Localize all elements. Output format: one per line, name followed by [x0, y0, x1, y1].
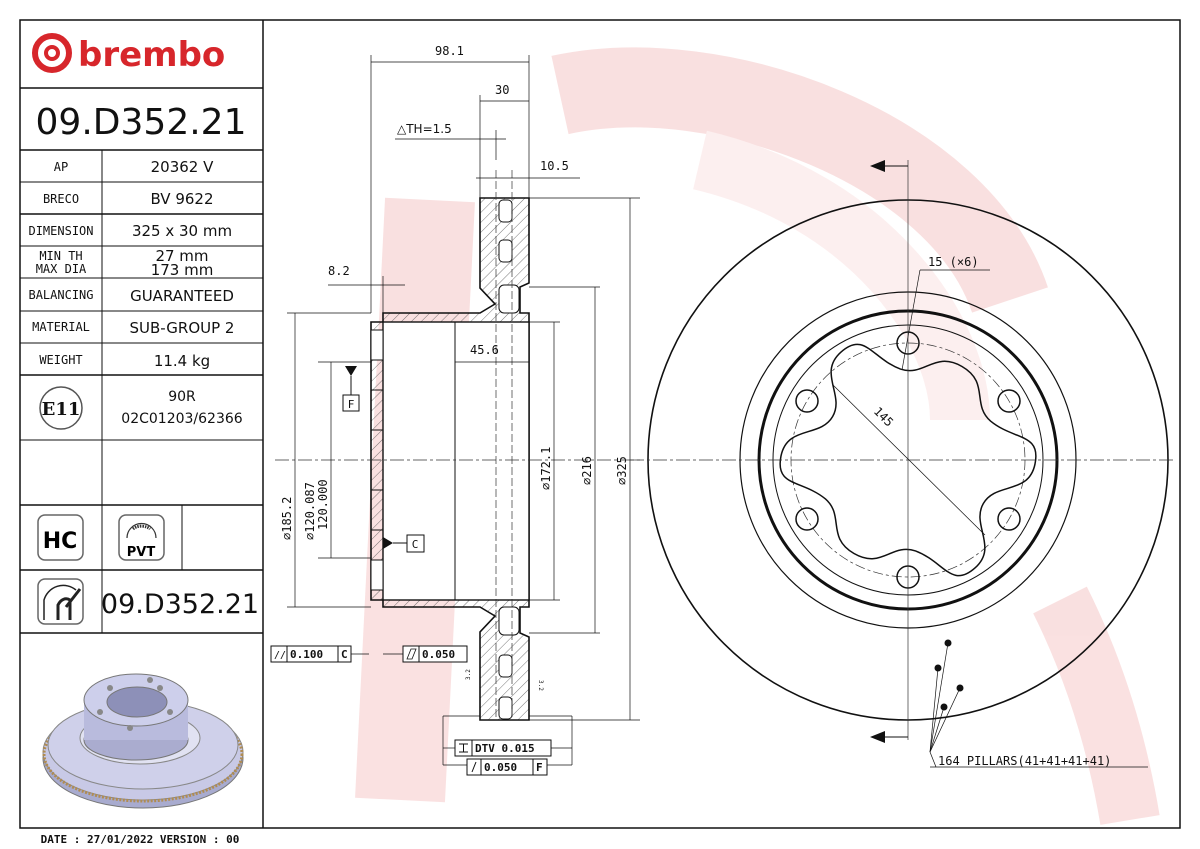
hole-callout: 15 (×6)	[928, 255, 979, 269]
e11-badge: E11	[39, 386, 83, 430]
part-number: 09.D352.21	[36, 102, 247, 143]
svg-text:0.050: 0.050	[484, 761, 517, 774]
spec-label: DIMENSION	[28, 224, 93, 238]
homologation-code: 90R	[168, 389, 196, 405]
disc-fitting-icon	[37, 578, 84, 625]
dim-overall-height: 98.1	[435, 44, 464, 58]
dim-dia-120-000: 120.000	[316, 479, 330, 530]
svg-text:C: C	[341, 648, 348, 661]
svg-text:PVT: PVT	[127, 545, 156, 560]
spec-value: 325 x 30 mm	[132, 222, 232, 240]
spec-label: BRECO	[43, 192, 79, 206]
tolerance-dtv: DTV 0.015	[443, 739, 572, 757]
svg-text:F: F	[536, 761, 543, 774]
dim-thickness: 30	[495, 83, 509, 97]
spec-value: GUARANTEED	[130, 287, 234, 305]
svg-text:brembo: brembo	[78, 35, 225, 75]
pvt-icon: PVT	[118, 514, 165, 561]
brembo-logo: brembo	[32, 33, 225, 75]
hc-icon: HC	[37, 514, 84, 561]
dim-dia-216: ⌀216	[580, 456, 594, 485]
datum-f: F	[348, 398, 355, 411]
spec-label: BALANCING	[28, 288, 93, 302]
spec-label: MIN TH	[39, 249, 82, 263]
dim-8-2: 8.2	[328, 264, 350, 278]
homologation-number: 02C01203/62366	[121, 411, 242, 427]
svg-text:0.050: 0.050	[422, 648, 455, 661]
section-view: 98.1 30 △TH=1.5 10.5 8.2 45.6 ⌀185.2 ⌀12…	[270, 44, 640, 776]
svg-text:DTV 0.015: DTV 0.015	[475, 742, 535, 755]
spec-label: WEIGHT	[39, 353, 82, 367]
tolerance-runout: 0.050 F	[443, 758, 572, 776]
dim-45-6: 45.6	[470, 343, 499, 357]
spec-value: BV 9622	[150, 190, 213, 208]
pillars-callout: 164 PILLARS(41+41+41+41)	[938, 754, 1111, 768]
part-number-bottom: 09.D352.21	[101, 589, 259, 620]
spec-value: 173 mm	[151, 261, 214, 279]
svg-text:E11: E11	[42, 399, 81, 420]
spec-value: 20362 V	[151, 158, 214, 176]
spec-value: SUB-GROUP 2	[130, 319, 235, 337]
dim-10-5: 10.5	[540, 159, 569, 173]
dim-dia-120-087: ⌀120.087	[303, 482, 317, 540]
spec-label: MATERIAL	[32, 320, 90, 334]
spec-label: AP	[54, 160, 68, 174]
datum-c: C	[412, 538, 419, 551]
roughness-left: 3.2	[465, 669, 472, 680]
drawing-frame	[19, 19, 1181, 829]
front-view: 145 15 (×6) 164 PILLARS(41+41+41+41)	[630, 160, 1175, 768]
tolerance-flatness: 0.050	[402, 645, 468, 663]
spec-table: AP 20362 V BRECO BV 9622 DIMENSION 325 x…	[20, 150, 263, 634]
spec-value: 27 mm	[155, 247, 208, 265]
dim-dia-185: ⌀185.2	[280, 497, 294, 540]
roughness-right: 3.2	[537, 680, 544, 691]
dim-dia-325: ⌀325	[615, 456, 629, 485]
footer-date-version: DATE : 27/01/2022 VERSION : 00	[41, 833, 240, 846]
spec-label: MAX DIA	[36, 262, 87, 276]
svg-text://: //	[274, 650, 286, 661]
disc-3d-render	[42, 673, 244, 809]
svg-text:0.100: 0.100	[290, 648, 323, 661]
delta-th-label: △TH=1.5	[397, 122, 452, 136]
brembo-watermark-logo	[355, 47, 1160, 825]
tolerance-parallelism: // 0.100 C	[270, 645, 369, 663]
dim-dia-172: ⌀172.1	[539, 447, 553, 490]
spec-value: 11.4 kg	[154, 352, 210, 370]
svg-text:HC: HC	[43, 529, 78, 554]
